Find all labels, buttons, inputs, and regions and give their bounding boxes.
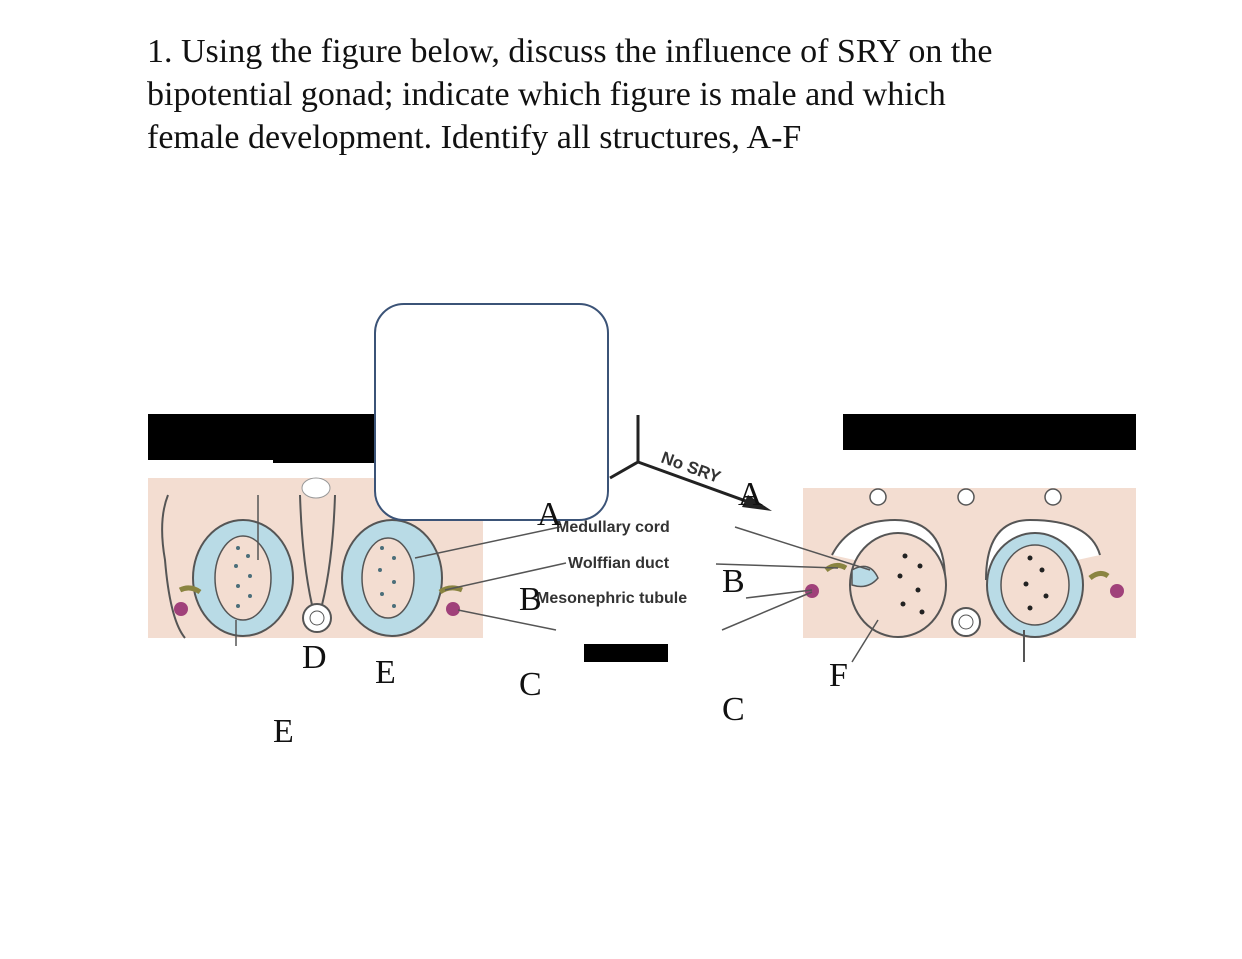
label-b-right: B [722,563,745,600]
male-gonad-panel [148,477,483,646]
branch-arrow-head [742,495,772,511]
label-e-upper: E [375,654,396,691]
redaction-bar-right [843,414,1136,450]
question-line-3: female development. Identify all structu… [147,119,802,156]
question-line-2: bipotential gonad; indicate which figure… [147,76,946,113]
branch-arrows [609,415,766,510]
label-f: F [829,657,848,694]
wolffian-duct-label: Wolffian duct [568,555,670,572]
question-text: 1. Using the figure below, discuss the i… [147,30,1107,159]
leader-lines [414,526,871,631]
label-e-lower: E [273,713,294,750]
answer-box[interactable] [374,303,609,521]
label-d: D [302,639,327,676]
label-c-right: C [722,691,745,728]
medullary-cord-label: Medullary cord [556,519,670,536]
label-a-right: A [738,476,763,513]
mesonephric-tubule-label: Mesonephric tubule [536,590,687,607]
redaction-bar-center [584,644,668,662]
label-b-left: B [519,581,542,618]
label-a-left: A [537,496,562,533]
label-c-left: C [519,666,542,703]
redaction-bar-left-lower [273,455,380,463]
question-line-1: 1. Using the figure below, discuss the i… [147,33,993,70]
female-gonad-panel [803,488,1136,663]
redaction-bar-left [148,414,380,460]
